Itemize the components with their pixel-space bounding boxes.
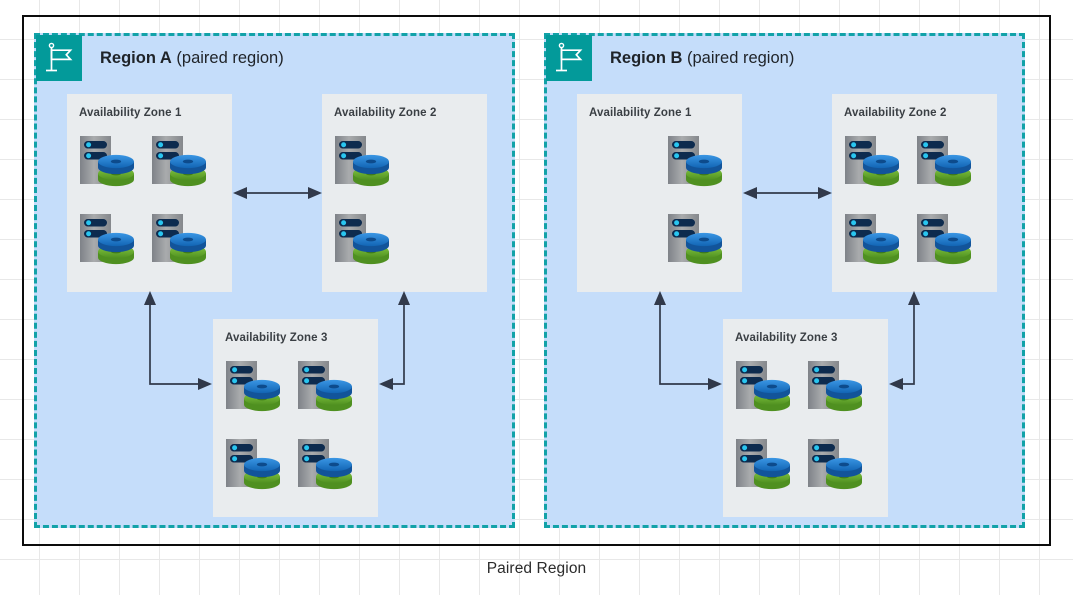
paired-region-caption: Paired Region	[486, 560, 587, 577]
node-cell[interactable]	[73, 208, 145, 286]
node-cell[interactable]	[219, 355, 291, 433]
az1-to-az2-link	[233, 187, 322, 199]
availability-zone-box[interactable]: Availability Zone 3	[723, 319, 888, 517]
node-cell[interactable]	[910, 130, 982, 208]
az1-to-az2-link	[743, 187, 832, 199]
zone-title: Availability Zone 1	[589, 107, 692, 119]
availability-zone-box[interactable]: Availability Zone 1	[577, 94, 742, 292]
zone-node-grid	[723, 355, 888, 511]
zone-title: Availability Zone 3	[225, 332, 328, 344]
availability-zone-box[interactable]: Availability Zone 3	[213, 319, 378, 517]
zone-node-grid	[577, 130, 739, 286]
node-cell[interactable]	[73, 130, 145, 208]
az1-to-az3-link	[144, 291, 212, 390]
node-cell[interactable]	[801, 355, 873, 433]
flag-icon	[36, 35, 82, 81]
region-a-container[interactable]: Region A (paired region) Availability Zo…	[34, 33, 515, 528]
region-a-name: Region A	[100, 48, 172, 67]
region-b-qualifier: (paired region)	[687, 48, 795, 67]
az2-to-az3-link	[379, 291, 410, 390]
node-cell[interactable]	[910, 208, 982, 286]
az2-to-az3-link	[889, 291, 920, 390]
server-with-storage-icon	[151, 212, 211, 287]
server-with-storage-icon	[844, 134, 904, 209]
node-cell[interactable]	[328, 208, 400, 286]
availability-zone-box[interactable]: Availability Zone 2	[322, 94, 487, 292]
region-a-title: Region A (paired region)	[100, 49, 284, 68]
server-with-storage-icon	[667, 134, 727, 209]
node-cell[interactable]	[291, 433, 363, 511]
node-cell[interactable]	[145, 208, 217, 286]
zone-node-grid	[213, 355, 378, 511]
server-with-storage-icon	[807, 437, 867, 512]
node-cell[interactable]	[838, 208, 910, 286]
server-with-storage-icon	[225, 359, 285, 434]
region-b-header: Region B (paired region)	[546, 35, 794, 81]
server-with-storage-icon	[916, 134, 976, 209]
server-with-storage-icon	[79, 134, 139, 209]
server-with-storage-icon	[916, 212, 976, 287]
node-cell[interactable]	[145, 130, 217, 208]
server-with-storage-icon	[297, 359, 357, 434]
zone-title: Availability Zone 1	[79, 107, 182, 119]
server-with-storage-icon	[334, 134, 394, 209]
zone-node-grid	[322, 130, 406, 286]
node-cell[interactable]	[838, 130, 910, 208]
server-with-storage-icon	[334, 212, 394, 287]
region-b-title: Region B (paired region)	[610, 49, 794, 68]
zone-title: Availability Zone 3	[735, 332, 838, 344]
node-cell[interactable]	[661, 130, 733, 208]
server-with-storage-icon	[667, 212, 727, 287]
node-cell[interactable]	[291, 355, 363, 433]
zone-node-grid	[832, 130, 997, 286]
node-cell[interactable]	[661, 208, 733, 286]
node-cell[interactable]	[729, 433, 801, 511]
availability-zone-box[interactable]: Availability Zone 2	[832, 94, 997, 292]
zone-title: Availability Zone 2	[334, 107, 437, 119]
region-a-qualifier: (paired region)	[176, 48, 284, 67]
node-cell[interactable]	[219, 433, 291, 511]
server-with-storage-icon	[225, 437, 285, 512]
server-with-storage-icon	[151, 134, 211, 209]
zone-title: Availability Zone 2	[844, 107, 947, 119]
server-with-storage-icon	[79, 212, 139, 287]
node-cell[interactable]	[801, 433, 873, 511]
region-b-container[interactable]: Region B (paired region) Availability Zo…	[544, 33, 1025, 528]
zone-node-grid	[67, 130, 232, 286]
flag-icon	[546, 35, 592, 81]
diagram-outer-frame	[22, 15, 1051, 546]
server-with-storage-icon	[297, 437, 357, 512]
az1-to-az3-link	[654, 291, 722, 390]
server-with-storage-icon	[735, 359, 795, 434]
availability-zone-box[interactable]: Availability Zone 1	[67, 94, 232, 292]
region-b-name: Region B	[610, 48, 683, 67]
node-cell[interactable]	[328, 130, 400, 208]
server-with-storage-icon	[807, 359, 867, 434]
node-cell[interactable]	[729, 355, 801, 433]
server-with-storage-icon	[735, 437, 795, 512]
server-with-storage-icon	[844, 212, 904, 287]
region-a-header: Region A (paired region)	[36, 35, 284, 81]
